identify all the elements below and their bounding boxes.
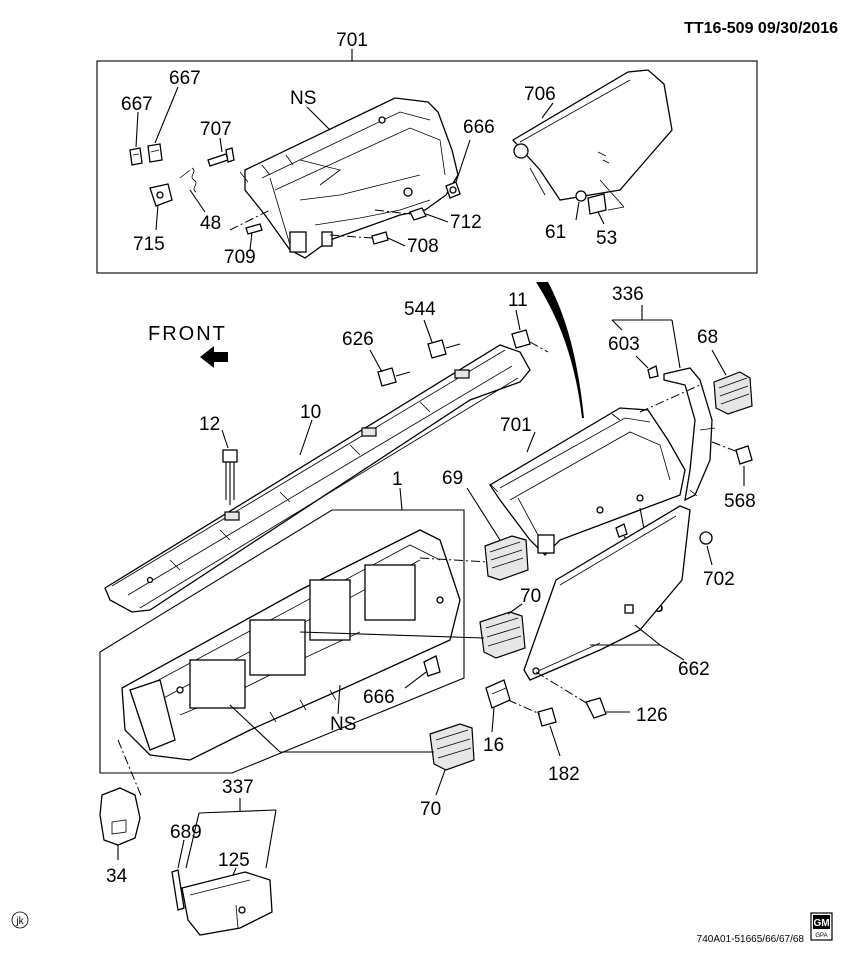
label-61: 61 [545, 222, 566, 243]
air-vent-70-lower [429, 723, 475, 771]
callout-arrow [536, 282, 584, 418]
instrument-panel-upper-trim-10 [104, 344, 531, 613]
label-706: 706 [524, 84, 556, 105]
label-70-lower: 70 [420, 799, 441, 820]
label-11: 11 [508, 290, 528, 311]
label-708: 708 [407, 236, 439, 257]
spring-48 [179, 167, 197, 193]
clip-666-mid [423, 655, 441, 677]
screw-544 [427, 339, 461, 359]
bolt-12 [222, 449, 238, 505]
screw-708 [371, 231, 389, 245]
label-ns-mid: NS [330, 714, 356, 735]
front-label: FRONT [148, 323, 227, 345]
label-12: 12 [199, 414, 220, 435]
bracket-16 [485, 679, 511, 709]
bracket-53 [587, 193, 607, 215]
screw-11 [511, 329, 531, 349]
air-vent-69 [484, 535, 529, 581]
air-vent-70-upper [479, 611, 526, 659]
clip-603-mid [615, 523, 628, 538]
label-666-mid: 666 [363, 687, 395, 708]
screw-712 [409, 207, 427, 221]
screw-707 [207, 147, 235, 167]
air-vent-68 [713, 371, 753, 415]
footer-reference: 740A01-51665/66/67/68 [697, 934, 805, 945]
label-666-top: 666 [463, 117, 495, 138]
bumper-126 [585, 697, 630, 719]
bracket-336 [663, 367, 716, 502]
assembly-701-box [96, 60, 758, 274]
screw-626 [377, 367, 411, 387]
label-709: 709 [224, 247, 256, 268]
label-662: 662 [678, 659, 710, 680]
label-70-upper: 70 [520, 586, 541, 607]
svg-text:jk: jk [15, 916, 24, 927]
label-544: 544 [404, 299, 436, 320]
instrument-panel-1 [121, 529, 461, 761]
label-337: 337 [222, 777, 254, 798]
label-69: 69 [442, 468, 463, 489]
bracket-715 [149, 183, 173, 207]
label-48: 48 [200, 213, 221, 234]
label-667b: 667 [169, 68, 201, 89]
svg-text:GM: GM [813, 918, 829, 929]
label-702: 702 [703, 569, 735, 590]
label-68: 68 [697, 327, 718, 348]
bumper-702 [699, 531, 713, 545]
lower-trim-panel-337 [181, 871, 273, 936]
clip-667-left [129, 147, 143, 166]
clip-603-top [647, 365, 659, 379]
trim-689 [171, 869, 185, 911]
label-568: 568 [724, 491, 756, 512]
screw-182 [537, 707, 557, 727]
svg-text:GPA: GPA [815, 933, 827, 939]
glove-box-door-706 [511, 69, 673, 201]
label-34: 34 [106, 866, 128, 887]
label-1: 1 [392, 469, 403, 490]
label-689: 689 [170, 822, 202, 843]
screw-709 [245, 223, 263, 235]
diagram-id: TT16-509 09/30/2016 [684, 20, 838, 37]
arrow-icon [200, 346, 228, 368]
clip-667-right [147, 143, 163, 163]
label-701-mid: 701 [500, 415, 532, 436]
clip-666-top [445, 181, 461, 199]
label-16: 16 [483, 735, 504, 756]
bumper-61 [575, 190, 587, 202]
label-707: 707 [200, 119, 232, 140]
label-712: 712 [450, 212, 482, 233]
screw-568 [735, 445, 753, 465]
label-667a: 667 [121, 94, 153, 115]
label-126: 126 [636, 705, 668, 726]
label-336: 336 [612, 284, 644, 305]
label-125: 125 [218, 850, 250, 871]
label-603-top: 603 [608, 334, 640, 355]
label-10: 10 [300, 402, 321, 423]
label-ns-top: NS [290, 88, 316, 109]
label-53: 53 [596, 228, 617, 249]
label-701-top: 701 [336, 30, 368, 51]
label-182: 182 [548, 764, 580, 785]
corner-mark: jk [11, 911, 29, 929]
label-626: 626 [342, 329, 374, 350]
gm-logo: GM GPA [810, 912, 833, 941]
glove-box-frame-ns [239, 97, 459, 259]
instrument-panel-box-1 [99, 509, 465, 774]
label-715: 715 [133, 234, 165, 255]
end-cap-34 [99, 787, 141, 846]
